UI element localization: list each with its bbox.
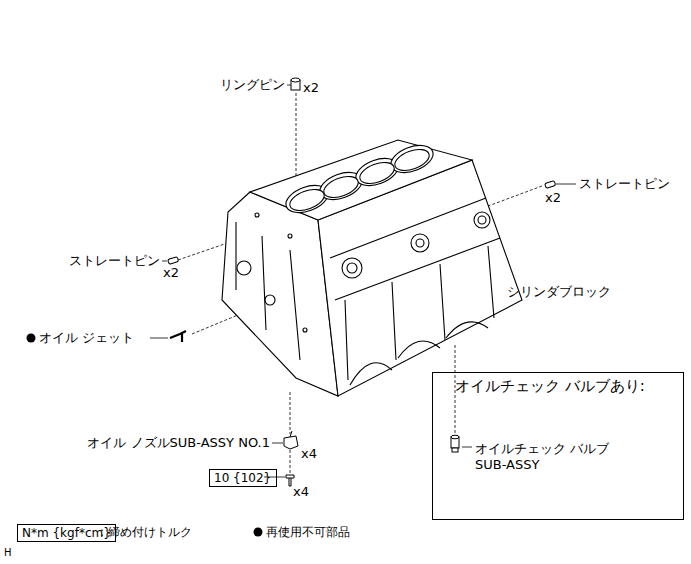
straight-pin (168, 257, 179, 265)
ring-pin (291, 78, 300, 90)
bolt (286, 475, 294, 486)
quantity: x4 (301, 446, 317, 461)
quantity: x2 (163, 265, 179, 280)
part-name: シリンダブロック (507, 284, 611, 299)
cylinder-block (222, 140, 522, 396)
part-name: リングピン (220, 77, 285, 92)
straight-pin (545, 181, 556, 189)
oil-nozzle (284, 431, 298, 449)
part-name: ストレートピン (69, 253, 160, 268)
non-reusable-mark (27, 334, 36, 343)
dashed-leaders (178, 93, 542, 474)
solid-leaders (150, 85, 576, 477)
torque-box: 10 {102} (209, 469, 277, 487)
part-name: ストレートピン (579, 176, 670, 191)
non-reusable-mark (254, 528, 263, 537)
figure-code: H (4, 545, 12, 560)
legend-text: : 締め付けトルク (100, 525, 192, 540)
legend-text: 再使用不可部品 (266, 525, 350, 540)
variant-panel: オイルチェック バルブあり: オイルチェック バルブ SUB-ASSY (432, 372, 684, 520)
part-name: オイル ジェット (39, 330, 134, 345)
quantity: x2 (545, 190, 561, 205)
quantity: x4 (293, 484, 309, 499)
part-name: オイル ノズルSUB-ASSY NO.1 (87, 435, 270, 450)
quantity: x2 (303, 80, 319, 95)
oil-check-valve (451, 435, 459, 452)
torque-value: 10 {102} (210, 470, 276, 486)
part-name: オイルチェック バルブ SUB-ASSY (475, 441, 610, 473)
panel-heading: オイルチェック バルブあり: (455, 377, 645, 395)
oil-jet (170, 331, 186, 342)
